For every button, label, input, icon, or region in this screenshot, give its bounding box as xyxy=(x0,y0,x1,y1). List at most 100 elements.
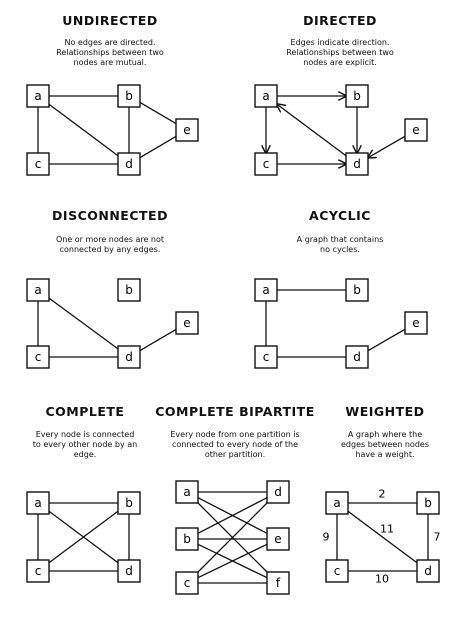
disconnected-node-b: b xyxy=(117,278,141,302)
complete-title: COMPLETE xyxy=(45,404,125,419)
svg-text:c: c xyxy=(334,564,341,578)
weighted-node-c: c xyxy=(325,559,349,583)
weighted-weight-label: 7 xyxy=(434,531,441,544)
bipartite-node-b: b xyxy=(175,527,199,551)
disconnected-edge-d-e xyxy=(139,328,177,352)
acyclic-description: A graph that contains no cycles. xyxy=(296,235,384,254)
acyclic-node-b: b xyxy=(345,278,369,302)
weighted-node-b: b xyxy=(416,491,440,515)
acyclic-node-e: e xyxy=(404,311,428,335)
svg-text:b: b xyxy=(125,283,133,297)
svg-text:c: c xyxy=(35,350,42,364)
bipartite-edge-c-e xyxy=(197,543,268,579)
svg-text:e: e xyxy=(183,316,190,330)
acyclic-title: ACYCLIC xyxy=(309,208,371,223)
bipartite-node-d: d xyxy=(266,480,290,504)
bipartite-edge-c-d xyxy=(197,502,268,573)
directed-description: Edges indicate direction. Relationships … xyxy=(286,38,394,67)
undirected-edge-a-d xyxy=(48,103,119,157)
undirected-description: No edges are directed. Relationships bet… xyxy=(56,38,164,67)
bipartite-node-c: c xyxy=(175,571,199,595)
weighted-weight-label: 11 xyxy=(380,523,394,536)
svg-text:e: e xyxy=(412,123,419,137)
directed-node-d: d xyxy=(345,152,369,176)
acyclic-node-d: d xyxy=(345,345,369,369)
undirected-node-a: a xyxy=(26,84,50,108)
disconnected-description: One or more nodes are not connected by a… xyxy=(55,235,165,254)
directed-node-a: a xyxy=(254,84,278,108)
svg-text:e: e xyxy=(183,123,190,137)
disconnected-node-e: e xyxy=(175,311,199,335)
svg-text:c: c xyxy=(35,157,42,171)
svg-text:a: a xyxy=(34,283,41,297)
bipartite-node-e: e xyxy=(266,527,290,551)
svg-text:a: a xyxy=(34,496,41,510)
svg-text:a: a xyxy=(34,89,41,103)
undirected-node-e: e xyxy=(175,118,199,142)
svg-text:b: b xyxy=(424,496,432,510)
directed-node-e: e xyxy=(404,118,428,142)
svg-text:a: a xyxy=(262,89,269,103)
weighted-node-a: a xyxy=(325,491,349,515)
weighted-weight-label: 9 xyxy=(323,531,330,544)
acyclic-node-c: c xyxy=(254,345,278,369)
svg-text:d: d xyxy=(125,564,133,578)
svg-text:a: a xyxy=(262,283,269,297)
undirected-title: UNDIRECTED xyxy=(62,13,158,28)
svg-text:c: c xyxy=(35,564,42,578)
svg-text:d: d xyxy=(125,157,133,171)
weighted-node-d: d xyxy=(416,559,440,583)
weighted-weight-label: 10 xyxy=(375,573,389,586)
svg-text:a: a xyxy=(333,496,340,510)
directed-edge-d-a xyxy=(277,104,347,157)
undirected-node-d: d xyxy=(117,152,141,176)
disconnected-edge-a-d xyxy=(48,297,119,350)
svg-text:f: f xyxy=(276,576,281,590)
svg-text:d: d xyxy=(125,350,133,364)
svg-text:a: a xyxy=(183,485,190,499)
complete-node-c: c xyxy=(26,559,50,583)
undirected-node-c: c xyxy=(26,152,50,176)
svg-text:d: d xyxy=(353,157,361,171)
disconnected-node-c: c xyxy=(26,345,50,369)
disconnected-title: DISCONNECTED xyxy=(52,208,168,223)
complete-node-b: b xyxy=(117,491,141,515)
complete-node-a: a xyxy=(26,491,50,515)
svg-text:c: c xyxy=(263,157,270,171)
complete-description: Every node is connected to every other n… xyxy=(32,430,138,459)
svg-text:b: b xyxy=(125,89,133,103)
svg-text:b: b xyxy=(353,89,361,103)
disconnected-node-d: d xyxy=(117,345,141,369)
complete-node-d: d xyxy=(117,559,141,583)
directed-title: DIRECTED xyxy=(303,13,377,28)
bipartite-description: Every node from one partition is connect… xyxy=(170,430,300,459)
complete-edge-b-c xyxy=(48,510,119,564)
undirected-edge-b-e xyxy=(139,101,177,125)
bipartite-node-f: f xyxy=(266,571,290,595)
svg-text:e: e xyxy=(274,532,281,546)
svg-text:d: d xyxy=(353,350,361,364)
weighted-description: A graph where the edges between nodes ha… xyxy=(341,430,429,459)
undirected-node-b: b xyxy=(117,84,141,108)
acyclic-edge-d-e xyxy=(367,328,406,352)
weighted-title: WEIGHTED xyxy=(345,404,425,419)
svg-text:b: b xyxy=(125,496,133,510)
svg-text:c: c xyxy=(263,350,270,364)
disconnected-node-a: a xyxy=(26,278,50,302)
svg-text:b: b xyxy=(353,283,361,297)
svg-text:d: d xyxy=(274,485,282,499)
acyclic-node-a: a xyxy=(254,278,278,302)
bipartite-node-a: a xyxy=(175,480,199,504)
svg-text:c: c xyxy=(184,576,191,590)
bipartite-title: COMPLETE BIPARTITE xyxy=(155,404,315,419)
bipartite-edge-b-d xyxy=(197,497,268,534)
svg-text:e: e xyxy=(412,316,419,330)
svg-text:b: b xyxy=(183,532,191,546)
directed-node-b: b xyxy=(345,84,369,108)
svg-text:d: d xyxy=(424,564,432,578)
weighted-weight-label: 2 xyxy=(379,488,386,501)
directed-edge-e-d xyxy=(368,135,406,157)
undirected-edge-d-e xyxy=(139,135,177,159)
weighted-edge-a-d xyxy=(347,510,418,564)
